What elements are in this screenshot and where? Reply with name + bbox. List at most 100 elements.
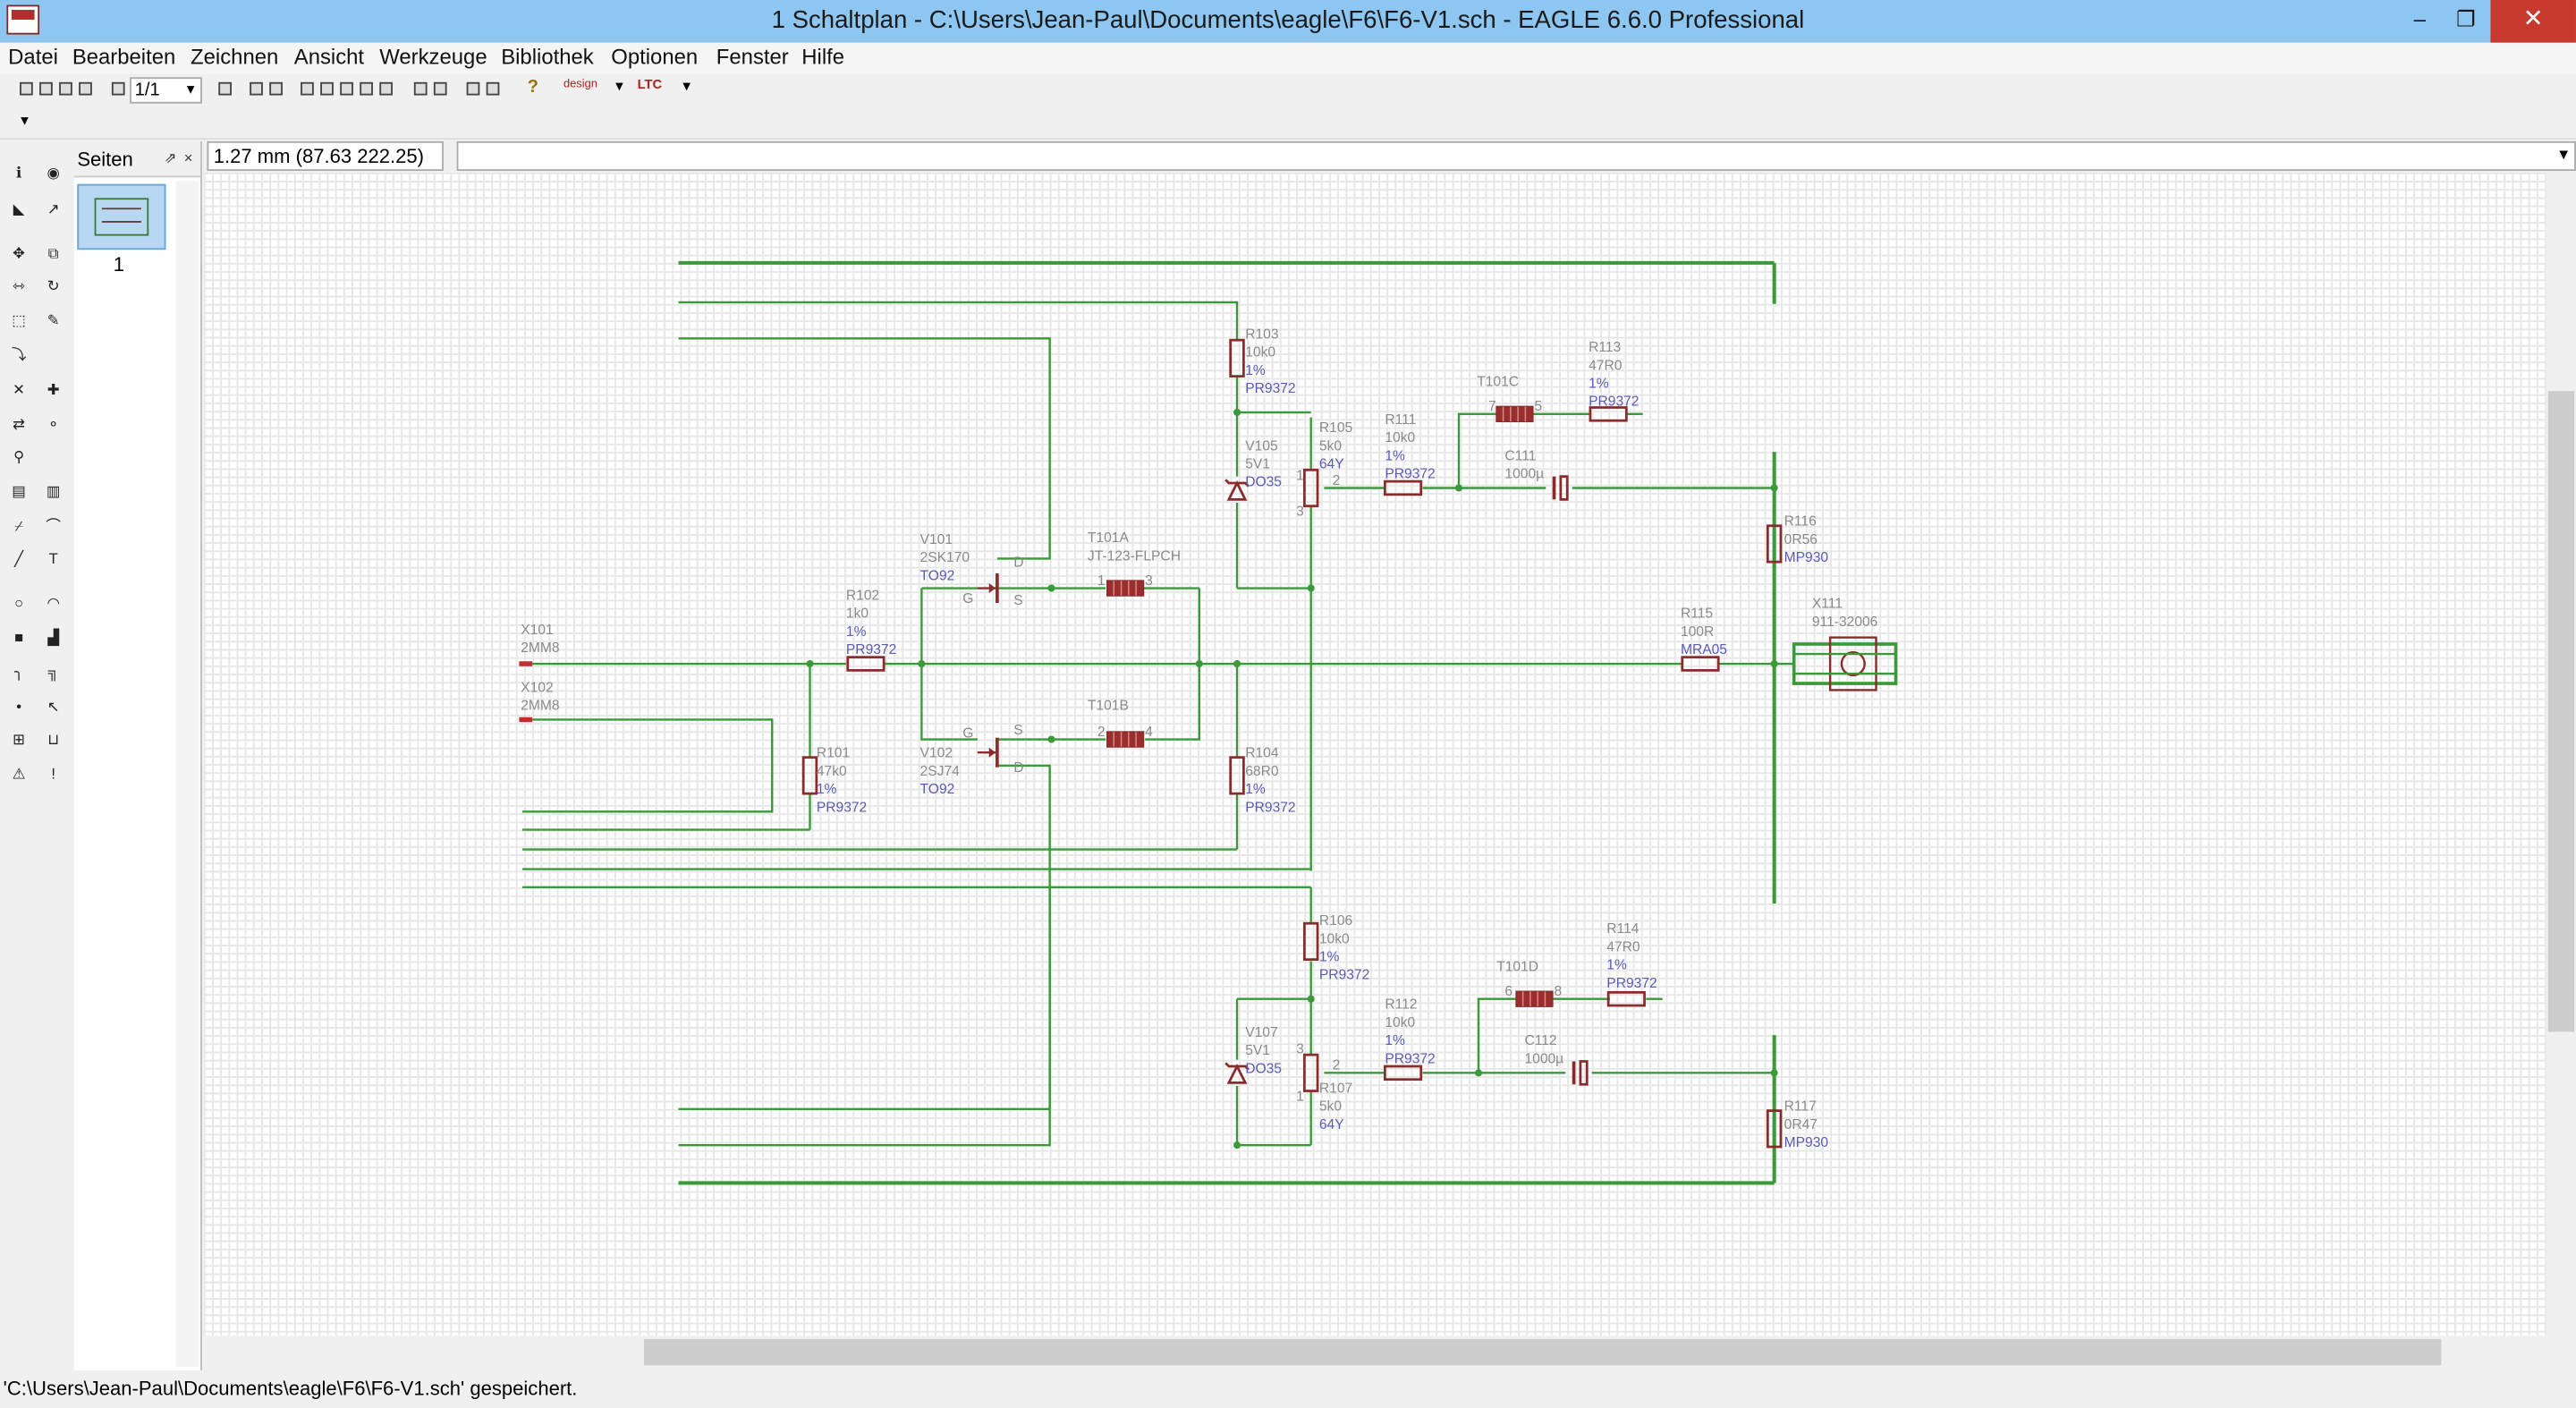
net-junction [1770, 1069, 1778, 1077]
zoom-select-icon[interactable] [379, 81, 393, 96]
menu-zeichnen[interactable]: Zeichnen [191, 44, 279, 70]
sheet-select[interactable]: 1/1▼ [130, 77, 202, 104]
move-icon[interactable]: ✥ [13, 244, 26, 262]
value-icon[interactable]: ▤ [12, 482, 26, 500]
menu-bearbeiten[interactable]: Bearbeiten [72, 44, 176, 70]
print-icon[interactable] [59, 81, 72, 96]
chevron-down-icon[interactable]: ▼ [2556, 146, 2572, 163]
erc-icon[interactable]: ⚠ [12, 765, 26, 783]
ltc-spice-icon[interactable]: LTC [637, 77, 663, 92]
wire-icon[interactable]: ╱ [14, 550, 24, 567]
group-icon[interactable]: ⬚ [12, 311, 26, 329]
part-package-label: PR9372 [817, 800, 867, 815]
label-icon[interactable]: ↖ [47, 698, 60, 715]
change-icon[interactable]: ✎ [47, 311, 60, 329]
design-link-icon[interactable]: design [563, 79, 597, 91]
sheet-thumbnail[interactable] [77, 183, 166, 250]
menu-datei[interactable]: Datei [8, 44, 58, 70]
attribute-icon[interactable]: ⊞ [13, 731, 26, 748]
split-icon[interactable]: ⌿ [14, 517, 24, 534]
horizontal-scroll-thumb[interactable] [643, 1338, 2442, 1366]
ulp-icon[interactable] [250, 81, 263, 96]
dimension-icon[interactable]: ⊔ [47, 731, 60, 748]
name-icon[interactable]: ⚲ [13, 448, 25, 465]
save-icon[interactable] [39, 81, 53, 96]
close-icon[interactable]: × [183, 149, 193, 166]
restore-button[interactable]: ❐ [2456, 6, 2476, 31]
script-icon[interactable] [218, 81, 232, 96]
zoom-redraw-icon[interactable] [360, 81, 373, 96]
menu-werkzeuge[interactable]: Werkzeuge [379, 44, 487, 70]
part-name-label: V107 [1245, 1025, 1277, 1040]
layer-icon[interactable]: ◣ [13, 200, 25, 217]
horizontal-scrollbar[interactable] [203, 1336, 2546, 1369]
errors-icon[interactable]: ! [51, 765, 55, 783]
net-icon[interactable]: ╗ [47, 664, 59, 681]
menu-fenster[interactable]: Fenster [716, 44, 789, 70]
smash-icon[interactable]: ▥ [46, 482, 61, 500]
part-name-label: T101D [1496, 959, 1538, 974]
part-package-label: PR9372 [1245, 381, 1295, 396]
miter-icon[interactable]: ⌒ [46, 517, 61, 534]
cam-icon[interactable] [79, 81, 92, 96]
delete-icon[interactable]: ✕ [13, 381, 26, 398]
redo-icon[interactable] [433, 81, 447, 96]
undo-icon[interactable] [413, 81, 428, 96]
menu-optionen[interactable]: Optionen [611, 44, 699, 70]
toolbar-dropdown-icon[interactable]: ▼ [18, 113, 31, 129]
ltc-dropdown-icon[interactable]: ▼ [680, 79, 693, 94]
paste-icon[interactable]: ⤵ [11, 346, 27, 363]
gate-icon[interactable]: ⚬ [47, 415, 60, 433]
arc-icon[interactable]: ◠ [47, 594, 60, 612]
polygon-icon[interactable]: ▟ [47, 629, 60, 646]
fet-pin-label: D [1013, 760, 1023, 776]
part-value-label: 10k0 [1385, 1015, 1415, 1031]
command-input[interactable]: ▼ [456, 140, 2576, 172]
board-icon[interactable] [269, 81, 283, 96]
info-icon[interactable]: ℹ [15, 164, 22, 182]
stop-icon[interactable] [466, 81, 480, 96]
go-icon[interactable] [486, 81, 500, 96]
pin-icon[interactable]: ⇗ [164, 149, 177, 166]
resistor-symbol [1302, 468, 1319, 508]
help-icon[interactable]: ? [527, 77, 538, 98]
replace-icon[interactable]: ⇄ [13, 415, 26, 433]
vertical-scroll-thumb[interactable] [2547, 391, 2575, 1032]
copy-icon[interactable]: ⧉ [47, 244, 59, 262]
part-name-label: R112 [1385, 997, 1417, 1013]
junction-icon[interactable]: • [16, 698, 22, 715]
window-title: 1 Schaltplan - C:\Users\Jean-Paul\Docume… [771, 6, 1805, 35]
sheets-scrollbar[interactable] [175, 181, 199, 1368]
rect-icon[interactable]: ■ [14, 629, 24, 646]
sheet-icon[interactable] [111, 81, 125, 96]
status-bar: 'C:\Users\Jean-Paul\Documents\eagle\F6\F… [0, 1373, 2576, 1408]
zoom-in-icon[interactable] [320, 81, 334, 96]
vertical-scrollbar[interactable] [2546, 172, 2576, 1336]
capacitor-plate [1579, 1060, 1589, 1086]
eagle-app-icon[interactable] [6, 4, 40, 35]
text-icon[interactable]: T [48, 550, 58, 567]
menu-bibliothek[interactable]: Bibliothek [501, 44, 594, 70]
capacitor-plate [1559, 475, 1569, 501]
mirror-icon[interactable]: ⇿ [13, 277, 26, 294]
part-name-label: R117 [1784, 1099, 1817, 1115]
close-button[interactable]: ✕ [2490, 0, 2576, 43]
zoom-out-icon[interactable] [340, 81, 353, 96]
part-tolerance-label: 1% [1245, 363, 1266, 378]
zoom-fit-icon[interactable] [301, 81, 314, 96]
minimize-button[interactable]: – [2413, 6, 2427, 31]
menu-hilfe[interactable]: Hilfe [801, 44, 845, 70]
part-name-label: R111 [1385, 412, 1416, 428]
bus-icon[interactable]: ╮ [14, 664, 24, 681]
design-dropdown-icon[interactable]: ▼ [613, 79, 626, 94]
circle-icon[interactable]: ○ [14, 594, 24, 612]
add-icon[interactable]: ✚ [47, 381, 60, 398]
menu-ansicht[interactable]: Ansicht [293, 44, 365, 70]
open-icon[interactable] [20, 81, 33, 96]
transformer-pin-label: 5 [1534, 399, 1542, 414]
mark-icon[interactable]: ↗ [47, 200, 60, 217]
rotate-icon[interactable]: ↻ [47, 277, 60, 294]
eye-icon[interactable]: ◉ [47, 164, 60, 182]
zener-diode-bar [1224, 1062, 1250, 1071]
